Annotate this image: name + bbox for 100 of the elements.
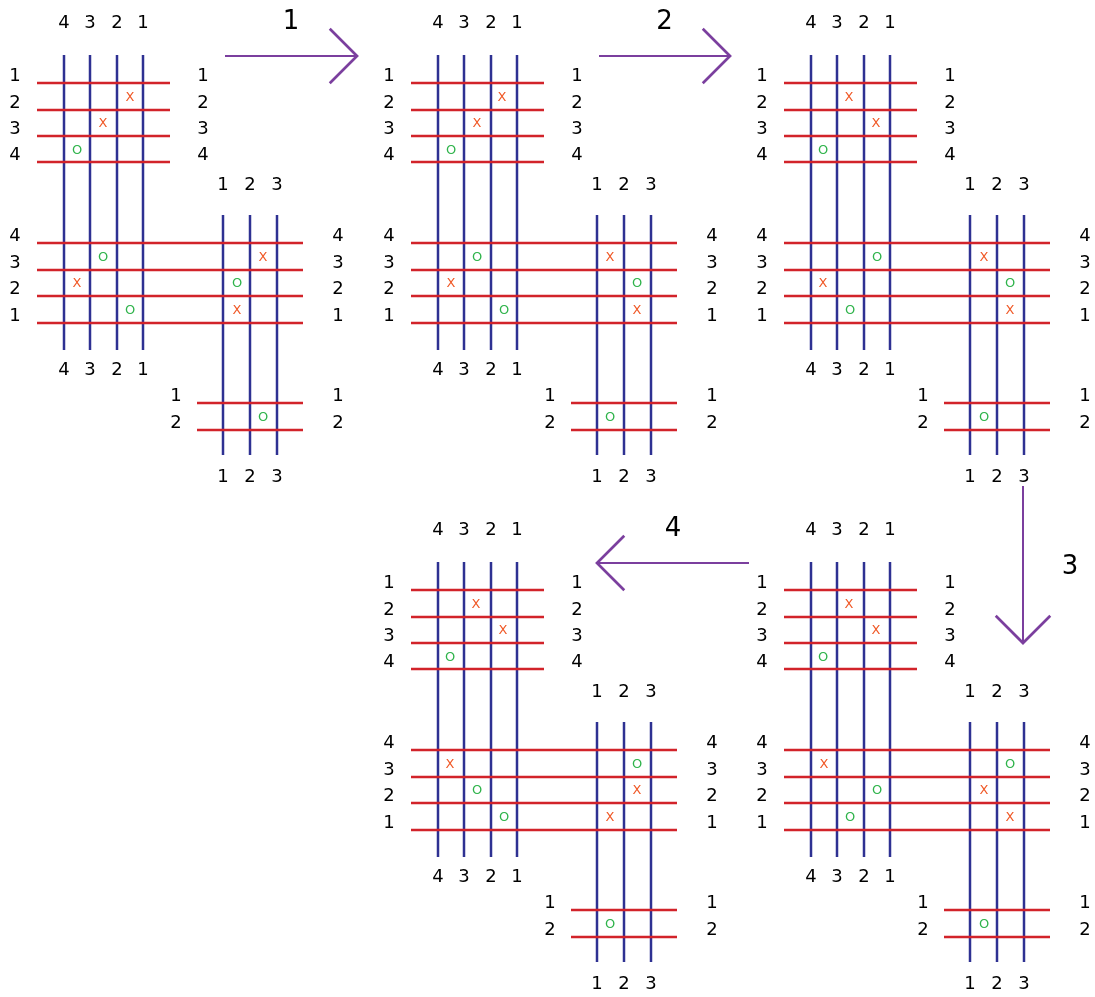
- column-number: 1: [511, 360, 523, 378]
- column-number: 4: [805, 360, 817, 378]
- column-number: 2: [485, 867, 497, 885]
- row-number: 3: [756, 760, 768, 778]
- row-number: 4: [9, 226, 21, 244]
- x-mark: X: [605, 809, 615, 823]
- column-number: 2: [991, 467, 1003, 485]
- x-mark: X: [871, 622, 881, 636]
- row-number: 1: [571, 573, 583, 591]
- x-mark: X: [471, 596, 481, 610]
- column-number: 1: [964, 974, 976, 992]
- o-mark: O: [445, 142, 457, 156]
- row-number: 3: [756, 626, 768, 644]
- row-number: 4: [706, 733, 718, 751]
- column-number: 1: [591, 467, 603, 485]
- o-mark: O: [978, 916, 990, 930]
- arrow: [598, 27, 732, 85]
- o-mark: O: [471, 782, 483, 796]
- row-number: 4: [1079, 226, 1091, 244]
- column-number: 2: [485, 13, 497, 31]
- row-number: 2: [571, 600, 583, 618]
- row-number: 2: [544, 920, 556, 938]
- row-number: 1: [1079, 813, 1091, 831]
- column-number: 3: [1018, 467, 1030, 485]
- o-mark: O: [498, 809, 510, 823]
- o-mark: O: [231, 275, 243, 289]
- o-mark: O: [71, 142, 83, 156]
- row-number: 2: [756, 786, 768, 804]
- row-number: 2: [944, 600, 956, 618]
- o-mark: O: [257, 409, 269, 423]
- row-number: 4: [9, 145, 21, 163]
- row-number: 2: [9, 279, 21, 297]
- x-mark: X: [632, 782, 642, 796]
- row-number: 4: [944, 145, 956, 163]
- x-mark: X: [72, 275, 82, 289]
- row-number: 4: [756, 226, 768, 244]
- o-mark: O: [871, 249, 883, 263]
- row-number: 1: [917, 893, 929, 911]
- column-number: 2: [858, 867, 870, 885]
- arrow: [994, 485, 1052, 645]
- row-number: 1: [706, 893, 718, 911]
- x-mark: X: [632, 302, 642, 316]
- column-number: 3: [831, 520, 843, 538]
- row-number: 4: [383, 652, 395, 670]
- x-mark: X: [497, 89, 507, 103]
- column-number: 3: [458, 13, 470, 31]
- row-number: 4: [571, 145, 583, 163]
- row-number: 1: [383, 66, 395, 84]
- x-mark: X: [979, 249, 989, 263]
- column-number: 2: [618, 682, 630, 700]
- column-number: 2: [485, 360, 497, 378]
- row-number: 1: [917, 386, 929, 404]
- column-number: 3: [645, 175, 657, 193]
- column-number: 2: [991, 974, 1003, 992]
- column-number: 3: [645, 467, 657, 485]
- arrow: [595, 534, 750, 592]
- column-number: 1: [964, 175, 976, 193]
- row-number: 2: [170, 413, 182, 431]
- row-number: 2: [571, 93, 583, 111]
- row-number: 2: [197, 93, 209, 111]
- edge-label: 3: [1061, 551, 1079, 578]
- column-number: 3: [831, 13, 843, 31]
- x-mark: X: [445, 756, 455, 770]
- row-number: 1: [706, 386, 718, 404]
- edge-label: 2: [656, 7, 673, 33]
- x-mark: X: [979, 782, 989, 796]
- row-number: 1: [383, 813, 395, 831]
- x-mark: X: [844, 596, 854, 610]
- o-mark: O: [97, 249, 109, 263]
- row-number: 3: [944, 626, 956, 644]
- column-number: 2: [858, 360, 870, 378]
- column-number: 1: [137, 13, 149, 31]
- x-mark: X: [844, 89, 854, 103]
- column-number: 3: [1018, 175, 1030, 193]
- o-mark: O: [1004, 756, 1016, 770]
- column-number: 4: [58, 360, 70, 378]
- column-number: 2: [618, 974, 630, 992]
- o-mark: O: [631, 756, 643, 770]
- row-number: 2: [544, 413, 556, 431]
- row-number: 1: [332, 306, 344, 324]
- row-number: 1: [706, 306, 718, 324]
- row-number: 3: [756, 119, 768, 137]
- row-number: 1: [544, 386, 556, 404]
- row-number: 4: [706, 226, 718, 244]
- edge-label: 1: [282, 7, 300, 33]
- row-number: 4: [383, 226, 395, 244]
- row-number: 4: [383, 145, 395, 163]
- column-number: 2: [858, 520, 870, 538]
- o-mark: O: [871, 782, 883, 796]
- row-number: 4: [197, 145, 209, 163]
- row-number: 4: [571, 652, 583, 670]
- x-mark: X: [232, 302, 242, 316]
- column-number: 3: [645, 974, 657, 992]
- column-number: 2: [991, 175, 1003, 193]
- row-number: 1: [706, 813, 718, 831]
- row-number: 2: [706, 413, 718, 431]
- row-number: 1: [332, 386, 344, 404]
- o-mark: O: [844, 302, 856, 316]
- row-number: 4: [756, 145, 768, 163]
- column-number: 1: [511, 13, 523, 31]
